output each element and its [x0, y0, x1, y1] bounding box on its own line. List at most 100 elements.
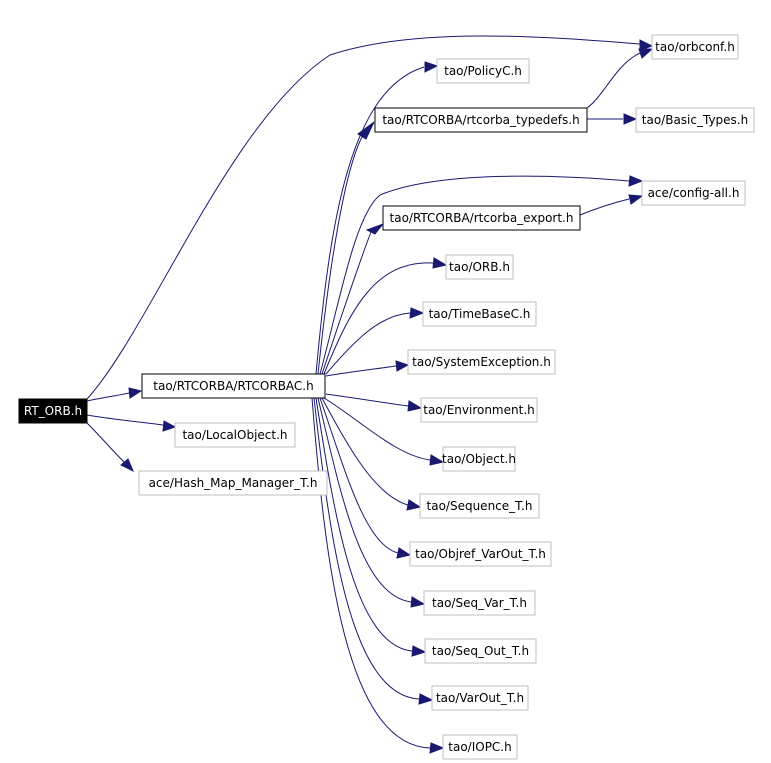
node-sequence-t[interactable]: tao/Sequence_T.h	[419, 493, 540, 519]
edge-line	[86, 392, 130, 402]
node-label: tao/LocalObject.h	[182, 428, 287, 442]
edge-line	[86, 422, 125, 463]
arrowhead-icon	[396, 547, 412, 559]
arrowhead-icon	[409, 307, 425, 319]
arrowhead-icon	[162, 420, 177, 432]
node-label: tao/Seq_Var_T.h	[432, 596, 527, 610]
node-label: tao/IOPC.h	[448, 740, 511, 754]
arrowhead-icon	[128, 387, 143, 399]
node-box	[374, 107, 588, 133]
edge-rtcorbac-to-environment	[325, 393, 423, 412]
node-timebasec[interactable]: tao/TimeBaseC.h	[422, 301, 537, 327]
arrowhead-icon	[628, 194, 644, 205]
arrowhead-icon	[429, 742, 445, 754]
node-box	[18, 398, 88, 424]
node-box	[382, 205, 581, 231]
edge-rtcorbac-to-seq_out	[315, 397, 427, 657]
arrowhead-icon	[424, 61, 439, 73]
node-label: ace/Hash_Map_Manager_T.h	[149, 476, 318, 490]
arrowhead-icon	[638, 48, 654, 59]
node-box	[423, 590, 536, 616]
edge-line	[323, 262, 434, 375]
node-label: tao/RTCORBA/RTCORBAC.h	[153, 379, 313, 393]
edge-rtcorba_export-to-config_all	[579, 194, 644, 216]
edge-rtcorbac-to-rtcorba_export	[321, 222, 385, 375]
edge-rtcorbac-to-rtcorba_typedefs	[317, 121, 375, 375]
edge-rt_orb-to-orbconf	[86, 35, 654, 400]
node-label: RT_ORB.h	[24, 404, 82, 418]
arrowhead-icon	[639, 39, 654, 51]
node-label: tao/Sequence_T.h	[427, 499, 533, 513]
edge-line	[317, 397, 412, 603]
arrowhead-icon	[623, 113, 638, 125]
node-box	[409, 541, 552, 567]
node-localobject[interactable]: tao/LocalObject.h	[174, 422, 296, 448]
edge-rtcorba_typedefs-to-orbconf	[586, 48, 654, 109]
arrowhead-icon	[406, 499, 422, 511]
edge-rtcorbac-to-iopc	[311, 397, 445, 754]
edge-line	[313, 397, 420, 700]
node-environment[interactable]: tao/Environment.h	[420, 397, 538, 423]
node-seq-var[interactable]: tao/Seq_Var_T.h	[423, 590, 536, 616]
node-rtcorba-typedefs[interactable]: tao/RTCORBA/rtcorba_typedefs.h	[374, 107, 588, 133]
node-box	[436, 58, 530, 84]
node-box	[422, 301, 537, 327]
node-systemexception[interactable]: tao/SystemException.h	[407, 349, 556, 375]
edge-rtcorbac-to-config_all	[319, 175, 644, 375]
node-objref-varout[interactable]: tao/Objref_VarOut_T.h	[409, 541, 552, 567]
node-policyc[interactable]: tao/PolicyC.h	[436, 58, 530, 84]
node-basic-types[interactable]: tao/Basic_Types.h	[635, 107, 755, 133]
node-label: ace/config-all.h	[648, 186, 740, 200]
node-rt-orb[interactable]: RT_ORB.h	[18, 398, 88, 424]
edge-rtcorbac-to-policyc	[315, 61, 439, 375]
edge-rt_orb-to-hash_map	[86, 422, 134, 473]
edge-line	[315, 66, 425, 375]
node-config-all[interactable]: ace/config-all.h	[641, 180, 746, 206]
node-label: tao/Seq_Out_T.h	[432, 644, 529, 658]
node-label: tao/ORB.h	[449, 260, 510, 274]
node-box	[174, 422, 296, 448]
node-box	[445, 254, 514, 280]
edge-line	[321, 397, 409, 506]
node-rtcorba-export[interactable]: tao/RTCORBA/rtcorba_export.h	[382, 205, 581, 231]
node-box	[424, 638, 537, 664]
arrowhead-icon	[357, 121, 375, 140]
arrowhead-icon	[628, 175, 644, 187]
edge-layer	[86, 35, 654, 754]
node-box	[641, 180, 746, 206]
node-rtcorbac[interactable]: tao/RTCORBA/RTCORBAC.h	[141, 373, 326, 399]
arrowhead-icon	[365, 222, 385, 235]
node-box	[431, 685, 529, 711]
edge-line	[311, 397, 431, 749]
node-label: tao/Objref_VarOut_T.h	[415, 547, 546, 561]
node-layer: RT_ORB.h tao/RTCORBA/RTCORBAC.h tao/LocalO…	[18, 34, 755, 760]
node-object[interactable]: tao/Object.h	[442, 446, 516, 472]
edge-line	[319, 175, 630, 375]
arrowhead-icon	[120, 458, 134, 473]
node-orbconf[interactable]: tao/orbconf.h	[651, 34, 739, 60]
edge-rtcorbac-to-objref_varout	[319, 397, 412, 559]
node-label: tao/VarOut_T.h	[436, 691, 524, 705]
arrowhead-icon	[432, 257, 448, 269]
edge-line	[317, 136, 363, 375]
edge-rt_orb-to-rtcorbac	[86, 387, 143, 402]
edge-line	[325, 393, 409, 407]
arrowhead-icon	[418, 693, 434, 705]
node-orb[interactable]: tao/ORB.h	[445, 254, 514, 280]
edge-rtcorbac-to-varout	[313, 397, 434, 705]
node-iopc[interactable]: tao/IOPC.h	[442, 734, 518, 760]
node-box	[420, 397, 538, 423]
node-label: tao/TimeBaseC.h	[429, 307, 531, 321]
node-label: tao/SystemException.h	[412, 355, 551, 369]
edge-line	[579, 198, 630, 216]
node-seq-out[interactable]: tao/Seq_Out_T.h	[424, 638, 537, 664]
node-box	[141, 373, 326, 399]
edge-line	[86, 35, 641, 400]
edge-line	[325, 312, 411, 375]
node-label: tao/Environment.h	[423, 403, 535, 417]
edge-rtcorbac-to-sequence_t	[321, 397, 422, 511]
node-hash-map[interactable]: ace/Hash_Map_Manager_T.h	[138, 470, 328, 496]
node-varout[interactable]: tao/VarOut_T.h	[431, 685, 529, 711]
edge-rtcorba_typedefs-to-basic_types	[586, 113, 638, 125]
